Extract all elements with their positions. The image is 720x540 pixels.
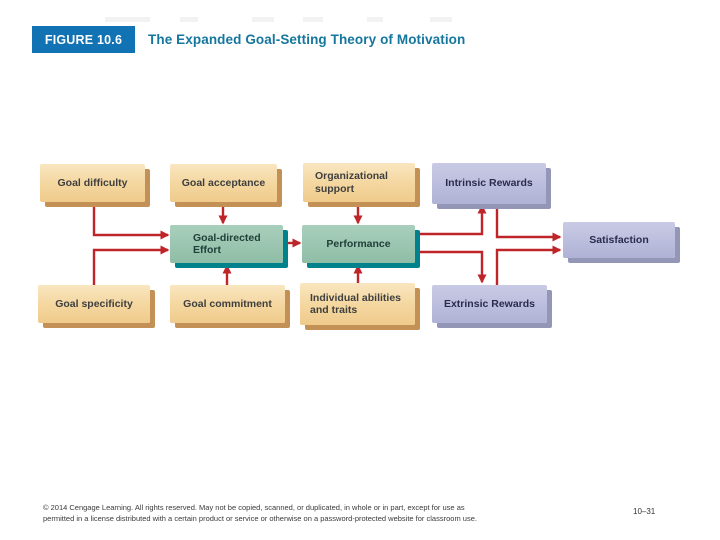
- box-label: Individual abilities and traits: [310, 291, 402, 317]
- box-label: Goal commitment: [183, 297, 272, 310]
- box-goal-acceptance: Goal acceptance: [170, 164, 277, 202]
- figure-number-badge: FIGURE 10.6: [32, 26, 135, 53]
- arrow-goal-specificity-to-effort: [92, 245, 170, 286]
- arrow-extrinsic-to-satisfaction: [495, 245, 562, 286]
- box-intrinsic-rewards: Intrinsic Rewards: [432, 163, 546, 204]
- ghost-artifact: [105, 17, 150, 22]
- ghost-artifact: [430, 17, 452, 22]
- ghost-artifact: [303, 17, 323, 22]
- box-goal-directed-effort: Goal-directed Effort: [170, 225, 283, 263]
- arrow-performance-to-extrinsic: [417, 250, 487, 284]
- box-extrinsic-rewards: Extrinsic Rewards: [432, 285, 547, 323]
- box-performance: Performance: [302, 225, 415, 263]
- box-goal-specificity: Goal specificity: [38, 285, 150, 323]
- box-label: Performance: [326, 237, 391, 250]
- box-label: Goal specificity: [55, 297, 133, 310]
- ghost-artifact: [367, 17, 383, 22]
- box-goal-commitment: Goal commitment: [170, 285, 285, 323]
- figure-title: The Expanded Goal-Setting Theory of Moti…: [148, 32, 466, 47]
- box-goal-difficulty: Goal difficulty: [40, 164, 145, 202]
- box-label: Goal difficulty: [57, 176, 128, 189]
- box-label: Intrinsic Rewards: [445, 177, 533, 190]
- arrow-intrinsic-to-satisfaction: [495, 202, 562, 242]
- arrow-performance-to-intrinsic: [417, 204, 487, 236]
- box-label: Extrinsic Rewards: [443, 297, 536, 310]
- ghost-artifact: [180, 17, 198, 22]
- ghost-artifact: [252, 17, 274, 22]
- box-organizational-support: Organizational support: [303, 163, 415, 202]
- box-satisfaction: Satisfaction: [563, 222, 675, 258]
- box-label: Goal acceptance: [181, 176, 266, 189]
- footer-copyright: © 2014 Cengage Learning. All rights rese…: [43, 503, 523, 524]
- arrow-goal-difficulty-to-effort: [92, 200, 170, 240]
- box-label: Satisfaction: [589, 233, 649, 246]
- copyright-line-2: permitted in a license distributed with …: [43, 513, 477, 523]
- box-label: Organizational support: [315, 170, 388, 195]
- page-number: 10–31: [633, 507, 656, 516]
- box-individual-abilities: Individual abilities and traits: [300, 283, 415, 325]
- copyright-line-1: © 2014 Cengage Learning. All rights rese…: [43, 503, 465, 512]
- box-label: Goal-directed Effort: [193, 231, 261, 257]
